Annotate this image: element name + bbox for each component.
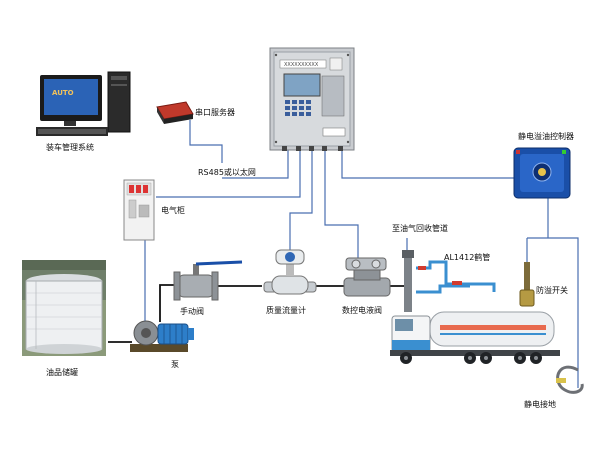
computer-icon: AUTO — [36, 71, 131, 136]
label-pump: 泵 — [171, 360, 179, 369]
serial-server-icon — [156, 101, 194, 124]
signal-line-rs485-controller — [222, 150, 289, 179]
digital-valve-icon — [343, 257, 391, 297]
label-manual-valve: 手动阀 — [180, 307, 204, 316]
control-cabinet — [269, 47, 355, 151]
electric-cabinet-icon — [123, 179, 155, 241]
label-antistatic-controller: 静电溢油控制器 — [518, 132, 574, 141]
label-to-vapor-recovery: 至油气回收管道 — [392, 224, 448, 233]
signal-line-controller-antistatic — [341, 150, 532, 179]
label-electric-cabinet: 电气柜 — [161, 206, 185, 215]
oil-tank-icon — [22, 260, 106, 356]
crane-pipe-icon — [402, 250, 496, 312]
signal-line-controller-valve — [324, 150, 359, 258]
signal-lines — [144, 120, 579, 388]
signal-line-controller-flowmeter — [289, 150, 313, 250]
label-overflow-switch: 防溢开关 — [536, 286, 568, 295]
label-digital-valve: 数控电液阀 — [342, 306, 382, 315]
flowmeter-icon — [263, 249, 317, 295]
manual-valve-icon — [173, 260, 243, 301]
svg-text:AUTO: AUTO — [52, 89, 74, 97]
pipe-lines — [108, 284, 412, 343]
controller-header-text: XXXXXXXXXX — [284, 62, 319, 68]
label-serial-server: 串口服务器 — [195, 108, 235, 117]
label-rs485: RS485或以太网 — [198, 168, 256, 177]
signal-line-cabinet-controller — [156, 150, 301, 198]
overflow-switch-icon — [519, 262, 535, 307]
antistatic-controller-icon — [513, 147, 571, 199]
label-static-ground: 静电接地 — [524, 400, 556, 409]
label-crane-pipe: AL1412鹤管 — [444, 253, 491, 262]
signal-line-serial-rs485 — [189, 120, 223, 163]
pump-icon — [130, 320, 194, 352]
label-mass-flowmeter: 质量流量计 — [266, 306, 306, 315]
ground-clamp-icon — [556, 365, 584, 394]
signal-line-overflow — [527, 237, 579, 388]
label-loading-system: 装车管理系统 — [46, 143, 94, 152]
pipe-pump-manualvalve — [159, 284, 178, 322]
label-oil-tank: 油品储罐 — [46, 368, 78, 377]
tanker-truck-icon — [390, 311, 560, 364]
